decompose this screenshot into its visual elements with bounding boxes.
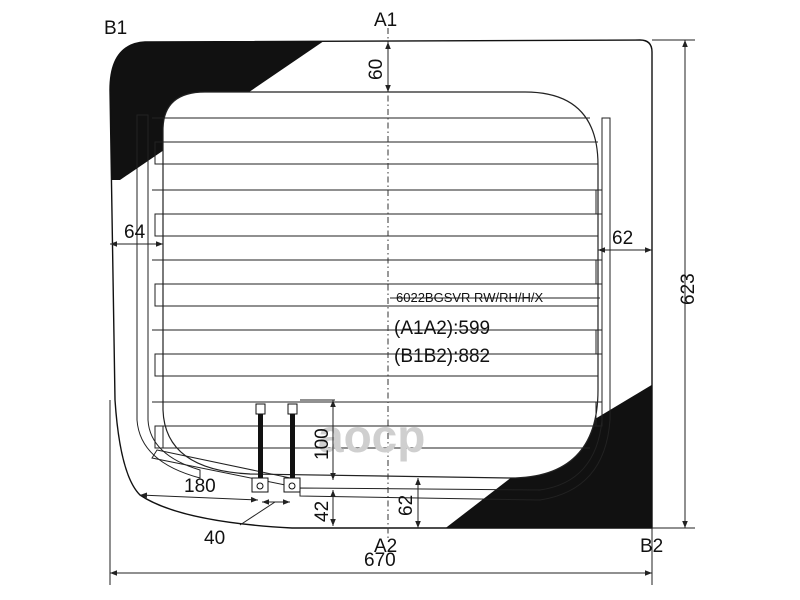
dim-bottom-left: 180 xyxy=(184,476,216,497)
dim-width: 670 xyxy=(364,550,396,571)
dim-height: 623 xyxy=(678,273,699,305)
heater-grid xyxy=(152,117,598,449)
dim-top-gap: 60 xyxy=(366,59,387,80)
dim-bottom-small: 40 xyxy=(204,528,225,549)
part-b1b2: (B1B2):882 xyxy=(394,346,490,367)
dim-bottom-42: 42 xyxy=(312,501,333,522)
label-a1: A1 xyxy=(374,10,397,31)
label-b1: B1 xyxy=(104,18,127,39)
dim-left-gap: 64 xyxy=(124,222,146,243)
dimension-lines xyxy=(109,39,695,585)
label-b2: B2 xyxy=(640,536,663,557)
terminals xyxy=(251,403,301,493)
bus-bars xyxy=(136,114,611,501)
part-a1a2: (A1A2):599 xyxy=(394,318,490,339)
dim-bottom-62: 62 xyxy=(396,495,417,516)
dim-right-gap: 62 xyxy=(612,228,633,249)
part-code: 6022BGSVR RW/RH/H/X xyxy=(396,290,543,305)
watermark: aocp xyxy=(318,410,425,462)
viewing-area xyxy=(162,91,599,479)
label-a2: A2 xyxy=(374,536,397,557)
dim-heater-height: 100 xyxy=(312,428,333,460)
